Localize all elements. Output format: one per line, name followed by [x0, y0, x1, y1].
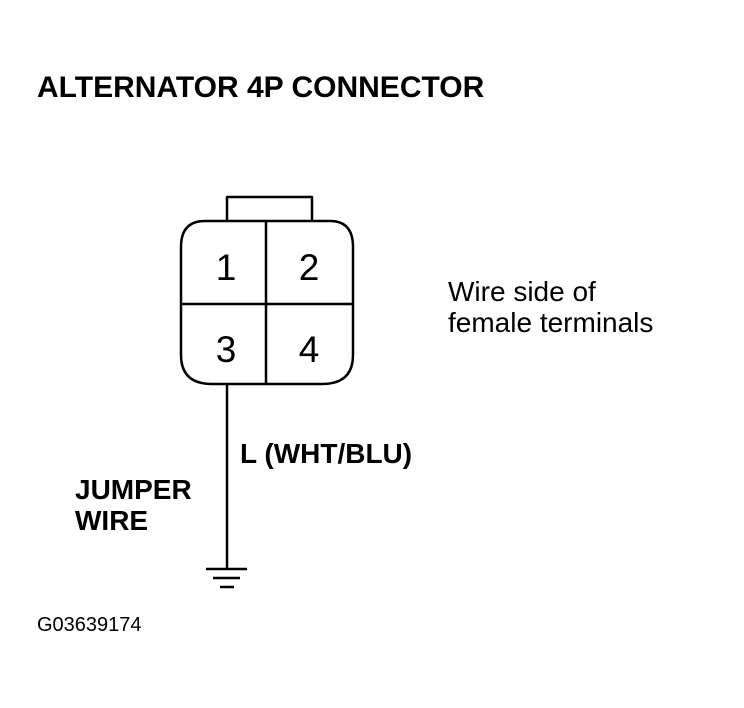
pin-number-3: 3 [216, 329, 237, 370]
pin-number-4: 4 [299, 329, 320, 370]
connector-body [179, 219, 355, 386]
diagram-title: ALTERNATOR 4P CONNECTOR [37, 71, 485, 104]
terminal-side-note: Wire side of female terminals [448, 276, 653, 338]
connector-lock-tab [225, 195, 314, 221]
pin-number-1: 1 [216, 247, 237, 288]
jumper-wire-label-line1: JUMPER [75, 474, 192, 505]
jumper-wire-label-line2: WIRE [75, 505, 149, 536]
pin-number-2: 2 [299, 247, 320, 288]
figure-id: G03639174 [37, 614, 142, 636]
wire-color-label: L (WHT/BLU) [240, 438, 413, 469]
terminal-side-note-line2: female terminals [448, 307, 654, 338]
jumper-wire-label: JUMPER WIRE [75, 474, 192, 536]
terminal-side-note-line1: Wire side of [448, 276, 596, 307]
ground-symbol-icon [206, 567, 247, 589]
